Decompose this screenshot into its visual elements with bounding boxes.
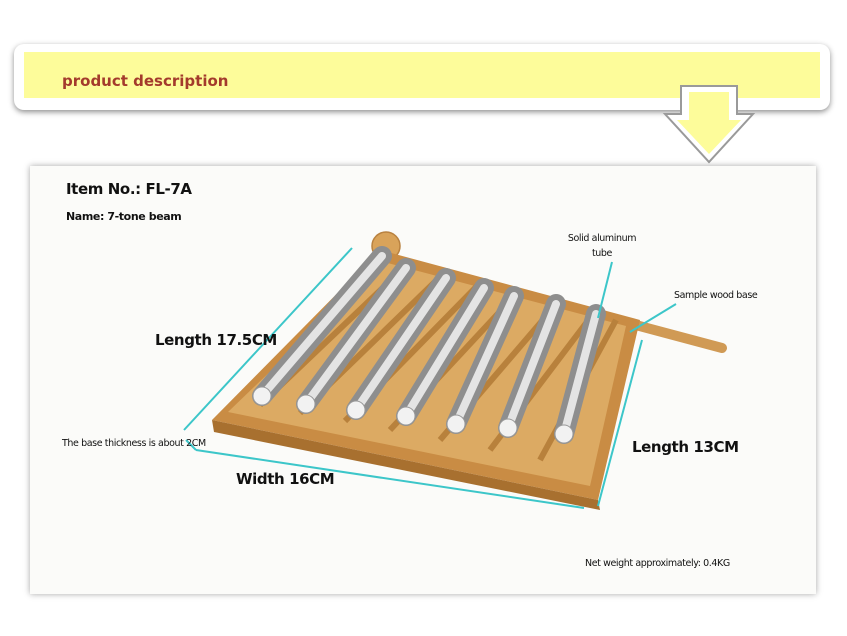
- aluminum-tubes: [252, 246, 606, 444]
- thickness-label: The base thickness is about 2CM: [62, 438, 206, 449]
- weight-label: Net weight approximately: 0.4KG: [585, 558, 730, 569]
- tube-label: Solid aluminum tube: [566, 233, 638, 259]
- header-banner: [14, 44, 830, 110]
- item-number: Item No.: FL-7A: [66, 180, 192, 198]
- width-label: Width 16CM: [236, 470, 335, 488]
- page-title: product description: [62, 72, 229, 90]
- tube-label-line2: tube: [591, 248, 613, 259]
- dimension-lines: [183, 247, 677, 509]
- base-label: Sample wood base: [674, 290, 758, 301]
- tube-caps: [252, 386, 574, 444]
- length-long-label: Length 17.5CM: [155, 331, 277, 349]
- length-short-label: Length 13CM: [632, 438, 739, 456]
- arrow-down-icon: [662, 85, 756, 164]
- tube-label-line1: Solid aluminum: [567, 233, 637, 244]
- product-name: Name: 7-tone beam: [66, 210, 182, 223]
